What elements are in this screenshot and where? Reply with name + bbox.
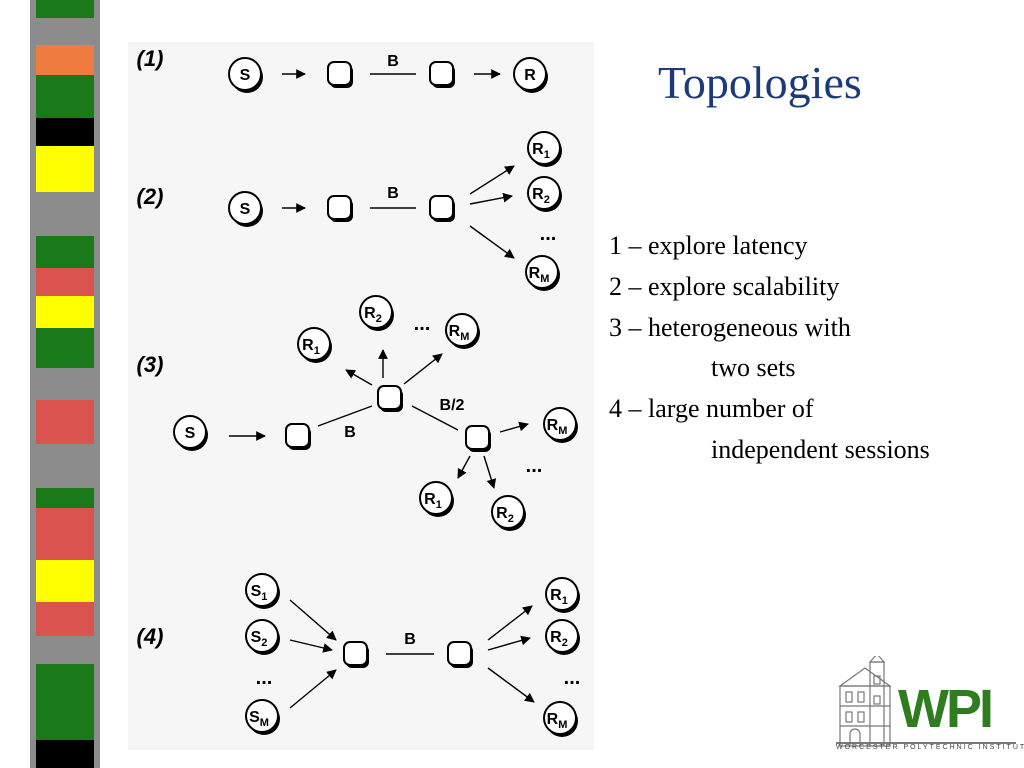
- bottleneck-label: B: [387, 185, 399, 202]
- link-arrow: [487, 605, 533, 641]
- topology-descriptions: 1 – explore latency 2 – explore scalabil…: [609, 226, 1014, 471]
- link-arrow: [289, 639, 333, 653]
- ellipsis: ...: [564, 667, 581, 689]
- sender-node: [228, 191, 262, 225]
- strip-band: [36, 268, 94, 296]
- link-arrow: [499, 421, 529, 433]
- bottleneck-label: B: [404, 631, 416, 648]
- strip-band: [36, 328, 94, 368]
- diagram-panel: [128, 42, 594, 750]
- router-node: [327, 61, 352, 86]
- strip-band: [36, 400, 94, 444]
- receiver-node: [297, 327, 331, 361]
- link-arrow: [487, 667, 535, 703]
- link-arrow: [289, 599, 337, 641]
- receiver-node: [419, 481, 453, 515]
- strip-band: [36, 0, 94, 18]
- logo-subtitle: WORCESTER POLYTECHNIC INSTITUTE: [836, 744, 1024, 751]
- strip-band: [36, 664, 94, 740]
- strip-band: [36, 75, 94, 118]
- router-node: [429, 195, 454, 220]
- sender-node: [245, 573, 279, 607]
- strip-band: [36, 602, 94, 636]
- receiver-node: [359, 295, 393, 329]
- bottleneck-label: B: [387, 53, 399, 70]
- link-arrow: [487, 635, 531, 651]
- topology-number: (4): [137, 624, 164, 649]
- link-line: [411, 405, 459, 431]
- ellipsis: ...: [414, 313, 431, 335]
- half-bottleneck-label: B/2: [440, 397, 465, 414]
- link-arrow: [469, 192, 513, 205]
- sender-node-label: S: [240, 201, 251, 218]
- router-node: [327, 195, 352, 220]
- description-line: 3 – heterogeneous with: [609, 312, 851, 342]
- description-line: independent sessions: [711, 434, 930, 464]
- receiver-node: [445, 313, 479, 347]
- receiver-node: [543, 407, 577, 441]
- link-arrow: [289, 669, 337, 709]
- description-line: 2 – explore scalability: [609, 271, 840, 301]
- ellipsis: ...: [526, 455, 543, 477]
- strip-band: [36, 488, 94, 508]
- slide-title: Topologies: [658, 57, 862, 108]
- sender-node: [245, 699, 279, 733]
- link-arrow: [469, 225, 515, 259]
- receiver-node: [545, 619, 579, 653]
- router-node: [285, 423, 310, 448]
- strip-band: [36, 146, 94, 192]
- bottleneck-label: B: [344, 424, 356, 441]
- logo-text: WPI: [898, 679, 994, 739]
- description-line: 1 – explore latency: [609, 231, 808, 260]
- link-line: [317, 405, 373, 427]
- sender-node: [173, 415, 207, 449]
- university-building-icon: [836, 656, 1016, 747]
- router-node: [447, 641, 472, 666]
- strip-band: [36, 236, 94, 268]
- decorative-color-strip: [0, 0, 110, 768]
- strip-band: [36, 740, 94, 768]
- topology-number: (1): [137, 46, 164, 71]
- strip-band: [36, 508, 94, 560]
- sender-node-label: S: [185, 425, 196, 442]
- router-node: [343, 641, 368, 666]
- receiver-node: [527, 176, 561, 210]
- receiver-node: [545, 577, 579, 611]
- ellipsis: ...: [256, 667, 273, 689]
- ellipsis: ...: [540, 223, 557, 245]
- description-line: two sets: [711, 353, 796, 383]
- receiver-node: [543, 701, 577, 735]
- sender-node-label: S: [240, 67, 251, 84]
- sender-node: [245, 619, 279, 653]
- router-node: [465, 425, 490, 450]
- strip-band: [36, 118, 94, 146]
- description-line: 4 – large number of: [609, 394, 814, 424]
- link-arrow: [483, 455, 497, 489]
- link-arrow: [457, 455, 471, 479]
- link-arrow: [403, 353, 443, 385]
- link-arrow: [345, 369, 373, 386]
- router-node: [377, 385, 402, 410]
- link-arrow: [469, 165, 515, 195]
- router-node: [429, 61, 454, 86]
- topology-number: (3): [137, 352, 164, 377]
- strip-band: [36, 296, 94, 328]
- topology-number: (2): [137, 184, 164, 209]
- receiver-node: [527, 131, 561, 165]
- sender-node: [228, 57, 262, 91]
- strip-band: [36, 45, 94, 75]
- receiver-node: [491, 495, 525, 529]
- strip-band: [36, 560, 94, 602]
- receiver-node: [513, 57, 547, 91]
- receiver-node: [525, 255, 559, 289]
- receiver-node-label: R: [524, 67, 536, 84]
